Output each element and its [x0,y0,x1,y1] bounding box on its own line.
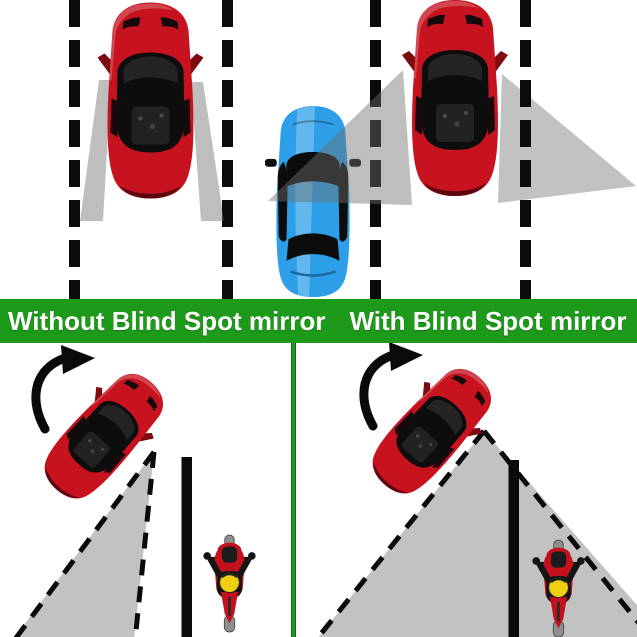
blindspot-cone-wide [318,431,637,637]
cone-dashed-edge [132,451,157,637]
narrow-fov-cone-right [191,82,224,221]
red-car-turning-without [27,356,181,516]
panel-divider [291,343,296,637]
red-car-with-mirror [402,0,508,196]
red-car-without-mirror [97,2,204,199]
lane-marker-bar [508,460,519,637]
cone-dashed-edge [315,429,486,637]
wide-fov-cone-right [498,74,636,203]
lane-lines [69,0,531,299]
bottom-right-panel [315,342,637,637]
lane-marker-bar [181,457,192,637]
comparison-banner: Without Blind Spot mirror With Blind Spo… [0,299,637,343]
narrow-fov-cones [80,80,224,221]
wide-fov-cone-left [268,70,412,205]
cone-dashed-edge [13,450,157,637]
bottom-left-panel [13,345,256,637]
narrow-fov-cone-left [80,80,111,221]
motorcycle-hidden [203,535,255,632]
label-without-blind-spot: Without Blind Spot mirror [8,306,326,336]
label-with-blind-spot: With Blind Spot mirror [349,306,627,336]
